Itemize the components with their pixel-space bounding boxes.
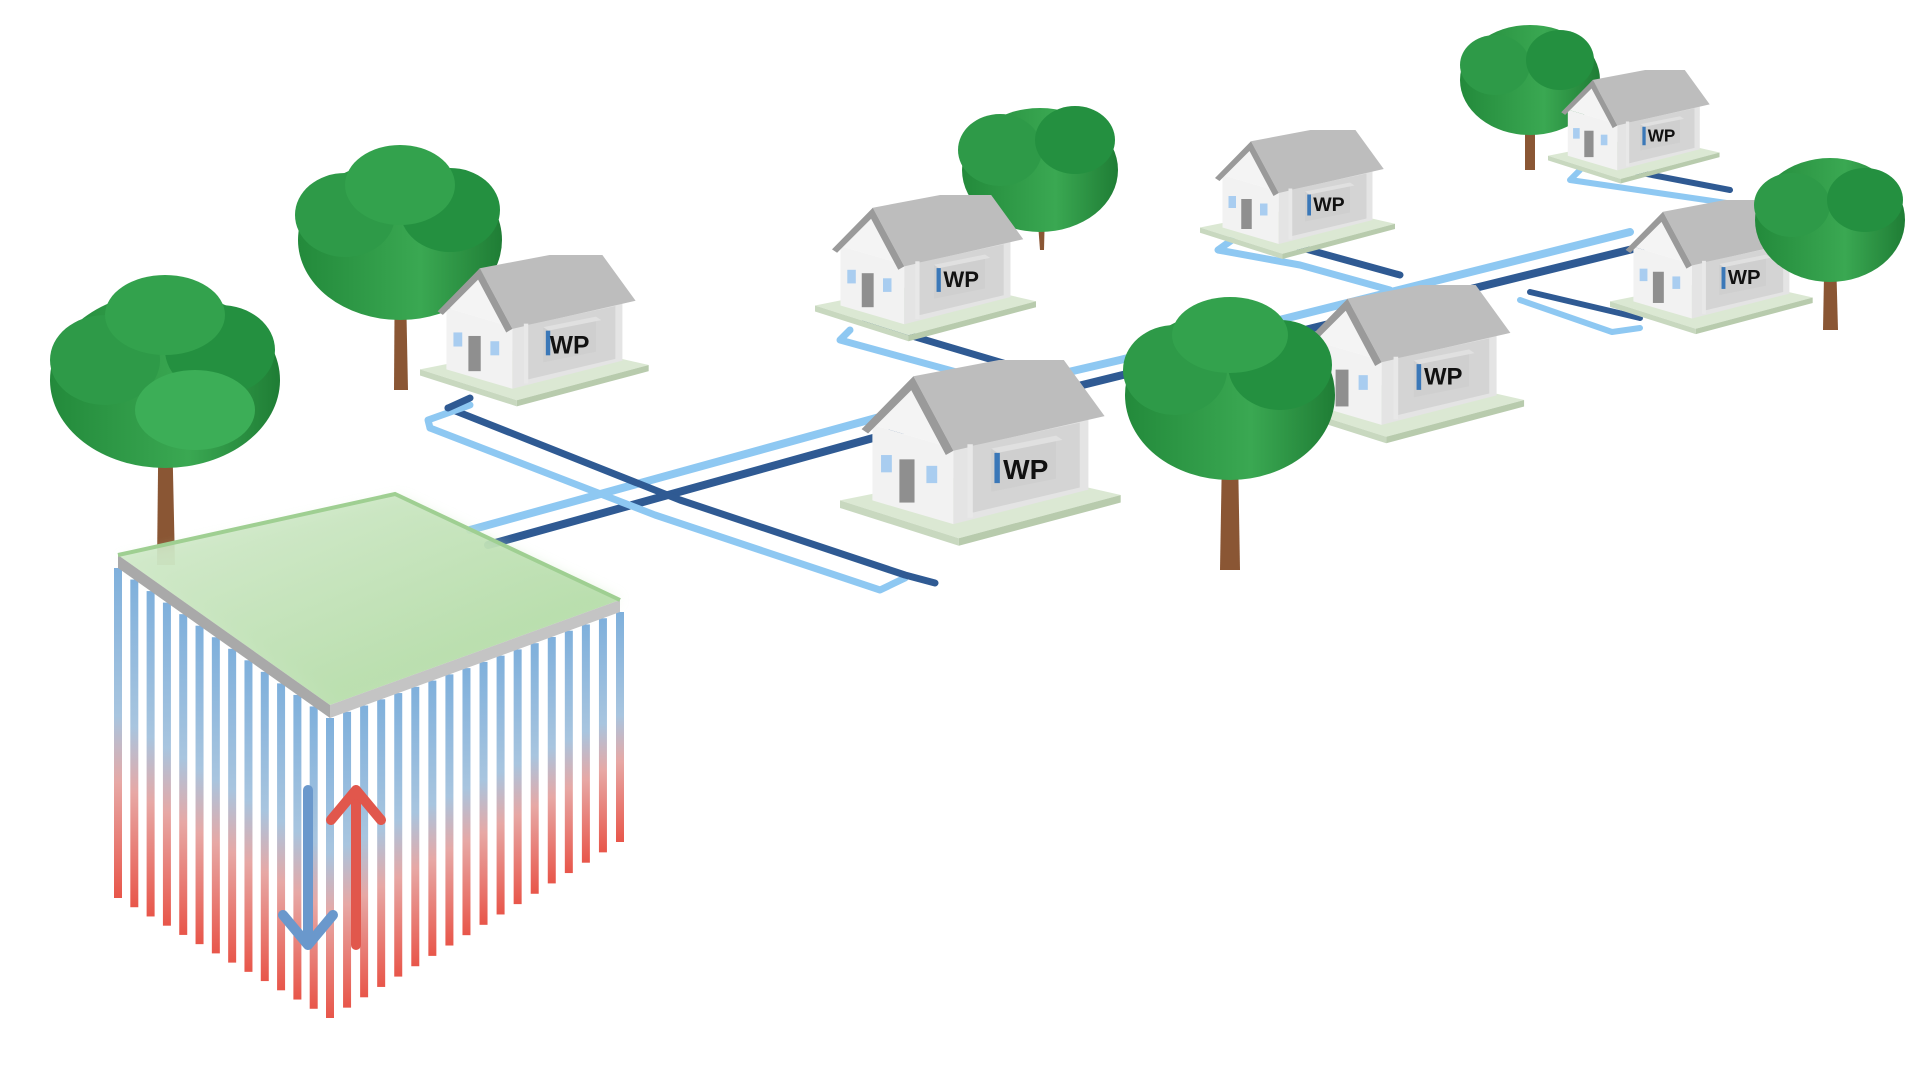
borehole-probe: [179, 614, 188, 935]
borehole-probe: [343, 711, 352, 1008]
borehole-probe: [394, 693, 403, 977]
tree-icon: [50, 275, 280, 565]
heat-pump-label: WP: [1313, 194, 1344, 216]
borehole-probe: [114, 568, 122, 898]
houses: WP WP WP WP WP WP WP: [420, 70, 1813, 546]
borehole-probe: [547, 636, 556, 884]
borehole-probe: [598, 618, 607, 853]
arrow-down-icon: [278, 785, 338, 950]
borehole-probe: [564, 630, 573, 874]
return-pipe-house-7: [1527, 289, 1643, 321]
heat-pump-label: WP: [550, 333, 590, 360]
supply-pipe-house-1-link: [424, 401, 474, 432]
trees-foreground: [50, 158, 1905, 570]
borehole-probe: [479, 661, 488, 925]
borehole-probe: [513, 649, 522, 905]
house-2: WP: [840, 360, 1121, 546]
borehole-probe: [445, 674, 454, 946]
borehole-probe: [530, 643, 539, 894]
borehole-probe: [195, 625, 204, 945]
supply-pipe-house-6: [1567, 167, 1743, 208]
heat-pump-label: WP: [943, 267, 979, 292]
return-pipe-house-1: [444, 404, 939, 587]
trees-background: [295, 25, 1600, 390]
house-3: WP: [815, 195, 1036, 342]
borehole-probe: [496, 655, 505, 915]
house-1: WP: [420, 255, 649, 407]
borehole-probe: [162, 602, 171, 926]
borehole-probes-side: [326, 612, 624, 1018]
borehole-probe: [428, 680, 437, 956]
borehole-probe: [360, 705, 369, 998]
borehole-probe: [244, 660, 253, 972]
borehole-probe: [211, 637, 220, 954]
borehole-probe: [411, 686, 420, 967]
borehole-probe: [260, 671, 269, 982]
borehole-probe: [581, 624, 590, 863]
borehole-probe: [309, 706, 318, 1009]
tree-icon: [1754, 158, 1905, 330]
tree-icon: [1123, 297, 1335, 570]
borehole-probe: [326, 718, 334, 1018]
borehole-probe: [130, 579, 139, 908]
house-5: WP: [1200, 130, 1395, 259]
borehole-probe: [616, 612, 624, 842]
heat-pump-label: WP: [1728, 267, 1761, 289]
borehole-probe: [377, 699, 386, 987]
tree-icon: [295, 145, 502, 390]
borehole-probe: [462, 668, 471, 936]
house-6: WP: [1548, 70, 1720, 184]
borehole-probe: [293, 694, 302, 1000]
borehole-probe: [277, 683, 286, 991]
return-pipe-house-1-link: [444, 394, 474, 412]
seasonal-storage-borehole-field: [114, 491, 624, 1018]
arrow-up-icon: [326, 785, 386, 950]
heat-pump-label: WP: [1424, 363, 1463, 390]
supply-pipe-house-4: [1214, 236, 1394, 294]
tree-icon: [958, 106, 1118, 250]
borehole-probe: [228, 648, 237, 963]
house-7: WP: [1610, 200, 1813, 335]
storage-top-surface: [118, 494, 620, 705]
house-4: WP: [1285, 285, 1525, 444]
heat-pump-label: WP: [1648, 125, 1676, 145]
heat-pump-label: WP: [1003, 454, 1048, 485]
tree-icon: [1460, 25, 1600, 170]
borehole-probe: [146, 591, 155, 917]
supply-pipe-house-1: [426, 424, 909, 594]
supply-pipe-house-7: [1517, 297, 1643, 335]
